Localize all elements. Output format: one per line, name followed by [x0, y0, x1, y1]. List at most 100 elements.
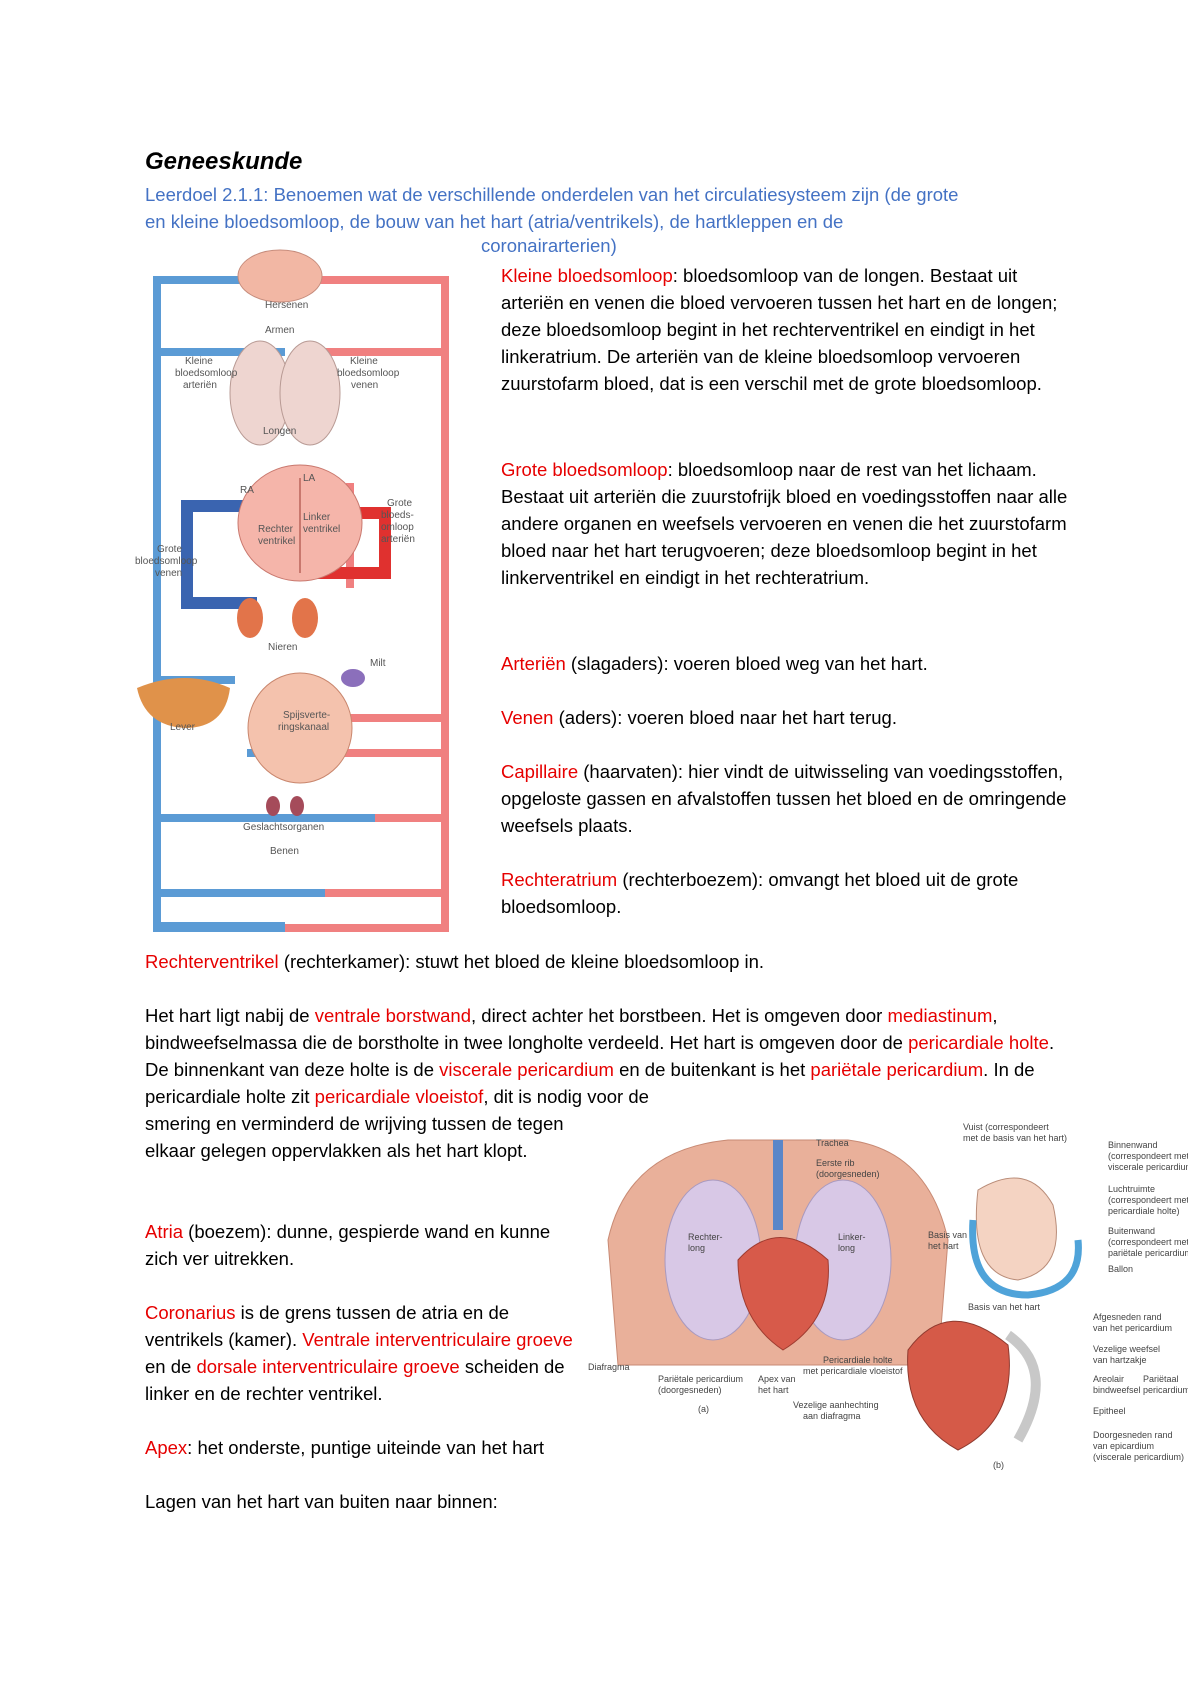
label-buitenwand-3: pariëtale pericardium)	[1108, 1248, 1188, 1258]
paragraph-hart-ligging: Het hart ligt nabij de ventrale borstwan…	[145, 1005, 1055, 1107]
label-hersenen: Hersenen	[265, 300, 308, 311]
label-la: LA	[303, 473, 316, 484]
paragraph-venen: Venen (aders): voeren bloed naar het har…	[501, 707, 897, 728]
label-grote-ven-3: venen	[155, 568, 182, 579]
label-binnenwand-3: viscerale pericardium)	[1108, 1162, 1188, 1172]
label-basis-top: Basis van het hart	[968, 1302, 1041, 1312]
paragraph-kleine-bloedsomloop: Kleine bloedsomloop: bloedsomloop van de…	[501, 265, 1058, 394]
balloon-icon	[969, 1219, 1082, 1299]
label-armen: Armen	[265, 325, 294, 336]
pulmonary-artery	[181, 500, 257, 609]
label-eerste-rib-1: Eerste rib	[816, 1158, 855, 1168]
label-doorgesneden-3: (viscerale pericardium)	[1093, 1452, 1184, 1462]
label-spijs-1: Spijsverte-	[283, 710, 330, 721]
label-vuist-1: Vuist (correspondeert	[963, 1122, 1049, 1132]
label-areolair-2: bindweefsel	[1093, 1385, 1141, 1395]
artery-loop-outer	[285, 276, 449, 932]
label-geslacht: Geslachtsorganen	[243, 822, 324, 833]
paragraph-rechteratrium: Rechteratrium (rechterboezem): omvangt h…	[501, 869, 1019, 917]
label-parietaal-1: Pariëtaal	[1143, 1374, 1179, 1384]
label-doorgesneden-2: van epicardium	[1093, 1441, 1154, 1451]
label-afgesneden-1: Afgesneden rand	[1093, 1312, 1162, 1322]
paragraph-rechterventrikel: Rechterventrikel (rechterkamer): stuwt h…	[145, 951, 765, 972]
paragraph-smering: smering en verminderd de wrijving tussen…	[145, 1113, 564, 1161]
label-linker-long-1: Linker-	[838, 1232, 866, 1242]
label-rechter-long-1: Rechter-	[688, 1232, 723, 1242]
gonad-left-icon	[266, 796, 280, 816]
label-binnenwand-2: (correspondeert met	[1108, 1151, 1188, 1161]
label-kleine-ven-1: Kleine	[350, 356, 378, 367]
gonad-right-icon	[290, 796, 304, 816]
label-vuist-2: met de basis van het hart)	[963, 1133, 1067, 1143]
liver-icon	[137, 678, 230, 728]
label-parietaal-2: pericardium	[1143, 1385, 1188, 1395]
label-ballon: Ballon	[1108, 1264, 1133, 1274]
label-ra: RA	[240, 485, 254, 496]
label-rechter-long-2: long	[688, 1243, 705, 1253]
label-a: (a)	[698, 1404, 709, 1414]
label-luchtruimte-3: pericardiale holte)	[1108, 1206, 1180, 1216]
label-grote-ven-2: bloedsomloop	[135, 556, 198, 567]
kidney-left-icon	[237, 598, 263, 638]
heart-icon	[737, 1237, 829, 1351]
paragraph-grote-bloedsomloop: Grote bloedsomloop: bloedsomloop naar de…	[501, 459, 1068, 588]
label-areolair-1: Areolair	[1093, 1374, 1124, 1384]
label-basis-2: het hart	[928, 1241, 959, 1251]
label-benen: Benen	[270, 846, 299, 857]
label-rechter-1: Rechter	[258, 524, 294, 535]
page-title: Geneeskunde	[145, 148, 303, 175]
label-spijs-2: ringskanaal	[278, 722, 329, 733]
fist-icon	[975, 1177, 1057, 1281]
label-b: (b)	[993, 1460, 1004, 1470]
learning-goal: Leerdoel 2.1.1: Benoemen wat de verschil…	[145, 184, 959, 232]
label-kleine-ven-2: bloedsomloop	[337, 368, 400, 379]
label-linker-long-2: long	[838, 1243, 855, 1253]
left-lung-icon	[279, 340, 341, 446]
label-kleine-art-1: Kleine	[185, 356, 213, 367]
label-buitenwand-2: (correspondeert met	[1108, 1237, 1188, 1247]
paragraph-coronarius: Coronarius is de grens tussen de atria e…	[145, 1302, 573, 1404]
label-apex-2: het hart	[758, 1385, 789, 1395]
label-vezelige-aanhechting-1: Vezelige aanhechting	[793, 1400, 879, 1410]
pericardium-layer	[1005, 1330, 1041, 1443]
label-eerste-rib-2: (doorgesneden)	[816, 1169, 880, 1179]
brain-icon	[237, 249, 323, 303]
learning-goal-line3: coronairarterien)	[481, 235, 617, 256]
pericardium-diagram: Trachea Eerste rib (doorgesneden) Rechte…	[588, 1122, 1188, 1470]
intestine-icon	[247, 672, 353, 784]
label-parietale-1: Pariëtale pericardium	[658, 1374, 743, 1384]
label-grote-ven-1: Grote	[157, 544, 182, 555]
label-kleine-art-2: bloedsomloop	[175, 368, 238, 379]
label-afgesneden-2: van het pericardium	[1093, 1323, 1172, 1333]
label-trachea: Trachea	[816, 1138, 849, 1148]
label-kleine-ven-3: venen	[351, 380, 378, 391]
label-grote-art-4: arteriën	[381, 534, 415, 545]
label-rechter-2: ventrikel	[258, 536, 295, 547]
label-vezelige-1: Vezelige weefsel	[1093, 1344, 1160, 1354]
paragraph-atria: Atria (boezem): dunne, gespierde wand en…	[145, 1221, 551, 1269]
label-doorgesneden-1: Doorgesneden rand	[1093, 1430, 1173, 1440]
spleen-icon	[341, 669, 365, 687]
label-diafragma: Diafragma	[588, 1362, 630, 1372]
label-vezelige-2: van hartzakje	[1093, 1355, 1147, 1365]
label-vezelige-aanhechting-2: aan diafragma	[803, 1411, 861, 1421]
label-lever: Lever	[170, 722, 196, 733]
kidney-right-icon	[292, 598, 318, 638]
label-grote-art-3: omloop	[381, 522, 414, 533]
label-grote-art-2: bloeds-	[381, 510, 414, 521]
paragraph-apex: Apex: het onderste, puntige uiteinde van…	[145, 1437, 545, 1458]
label-kleine-art-3: arteriën	[183, 380, 217, 391]
label-epitheel: Epitheel	[1093, 1406, 1126, 1416]
label-luchtruimte-2: (correspondeert met	[1108, 1195, 1188, 1205]
label-milt: Milt	[370, 658, 386, 669]
paragraph-arterien: Arteriën (slagaders): voeren bloed weg v…	[501, 653, 928, 674]
label-parietale-2: (doorgesneden)	[658, 1385, 722, 1395]
label-holte-1: Pericardiale holte	[823, 1355, 893, 1365]
paragraph-lagen: Lagen van het hart van buiten naar binne…	[145, 1491, 498, 1512]
label-binnenwand-1: Binnenwand	[1108, 1140, 1158, 1150]
heart-b-icon	[907, 1320, 1010, 1451]
circulation-diagram: Hersenen Armen Kleine bloedsomloop arter…	[135, 249, 449, 932]
paragraph-capillaire: Capillaire (haarvaten): hier vindt de ui…	[501, 761, 1067, 836]
label-holte-2: met pericardiale vloeistof	[803, 1366, 903, 1376]
label-basis-1: Basis van	[928, 1230, 967, 1240]
